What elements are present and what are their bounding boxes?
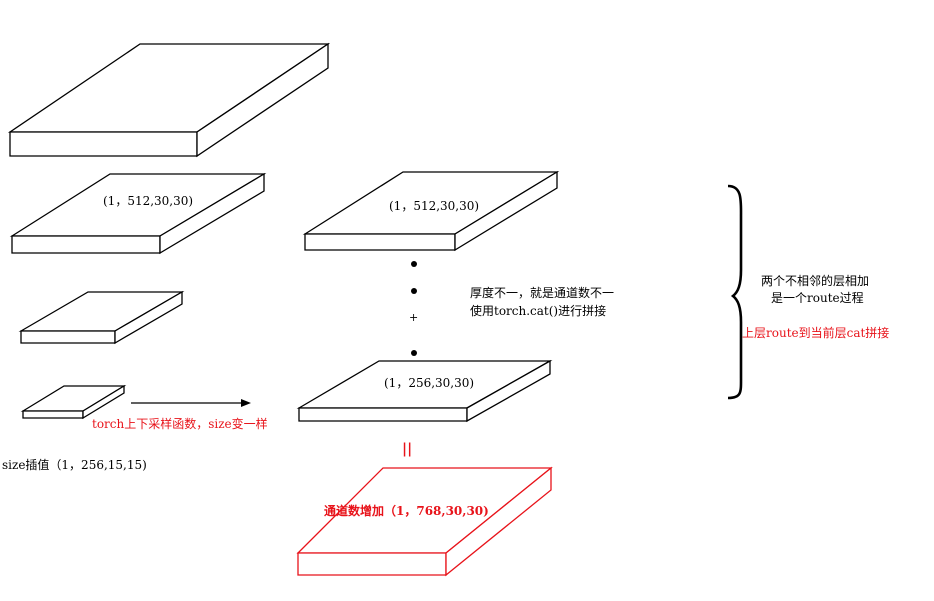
slab-512-left-label: (1，512,30,30) (103, 194, 193, 208)
equals-sign: || (402, 441, 412, 457)
plus-sign: + (409, 311, 418, 324)
size-interp-label: size插值（1，256,15,15) (2, 457, 147, 472)
slab-256-right (296, 359, 553, 423)
slab-768-output (296, 466, 553, 577)
slab-512-right (302, 170, 560, 252)
channel-increase-label: 通道数增加（1，768,30,30) (324, 503, 489, 518)
slab-smallest-left (20, 384, 127, 420)
upsample-func-label: torch上下采样函数，size变一样 (92, 416, 268, 431)
slab-512-left (9, 172, 267, 255)
continuation-dots (411, 261, 417, 356)
slab-256-right-label: (1，256,30,30) (384, 376, 474, 390)
slab-large-top (7, 42, 331, 158)
route-concat-label: 上层route到当前层cat拼接 (742, 325, 889, 340)
thickness-note-line2: 使用torch.cat()进行拼接 (470, 303, 606, 318)
route-note-line1: 两个不相邻的层相加 (761, 273, 869, 288)
upsample-arrow (131, 399, 251, 407)
slab-512-right-label: (1，512,30,30) (389, 199, 479, 213)
thickness-note-line1: 厚度不一，就是通道数不一 (470, 285, 614, 300)
route-note-line2: 是一个route过程 (771, 290, 864, 305)
slab-small-left (18, 290, 185, 345)
curly-brace (727, 184, 743, 400)
